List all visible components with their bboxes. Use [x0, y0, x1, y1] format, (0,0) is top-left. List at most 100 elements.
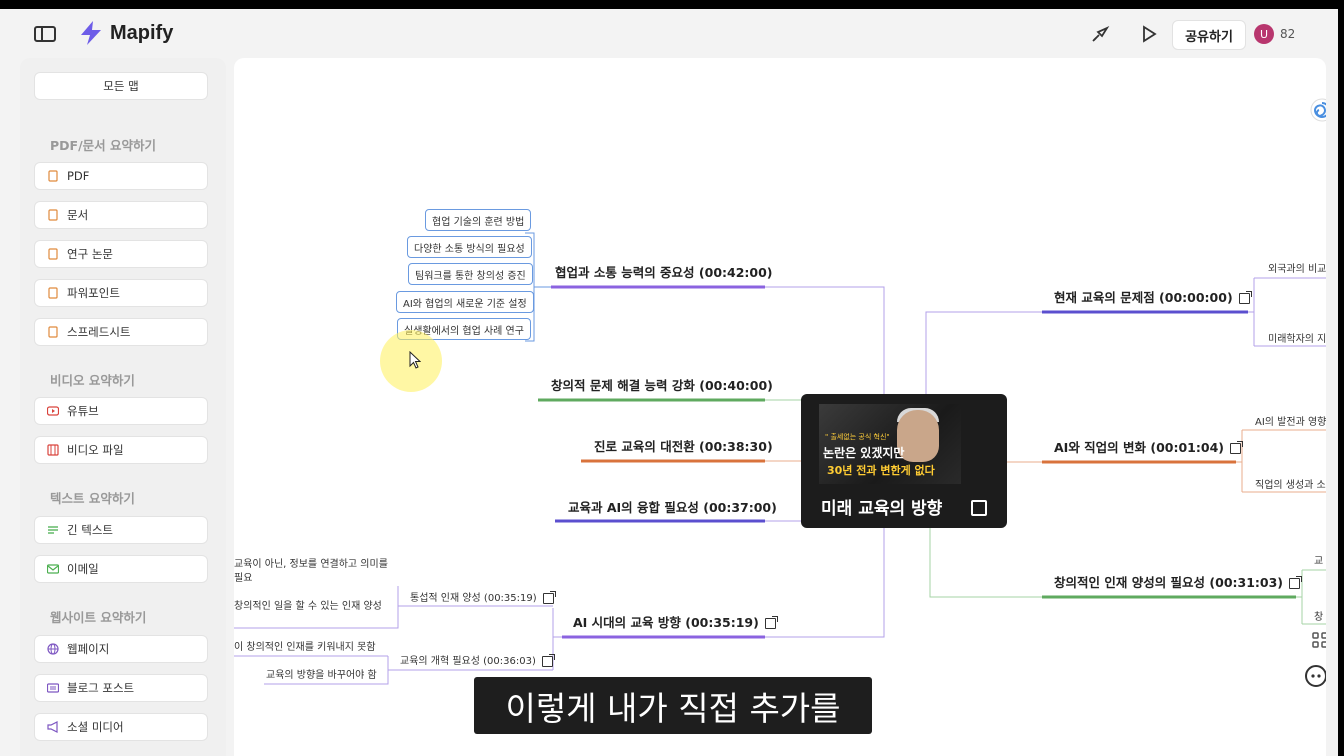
mindmap-canvas[interactable]: 협업 기술의 훈련 방법 다양한 소통 방식의 필요성 팀워크를 통한 창의성 …	[234, 58, 1326, 756]
child-node[interactable]: AI의 발전과 영향	[1255, 417, 1326, 428]
thumbnail-quote: " 출세없는 공식 혁신"	[825, 433, 890, 441]
branch-label: 창의적인 인재 양성의 필요성 (00:31:03)	[1054, 575, 1284, 590]
share-button[interactable]: 공유하기	[1172, 20, 1246, 50]
sidebar-item-blog-post[interactable]: 블로그 포스트	[34, 674, 208, 702]
file-icon	[47, 287, 59, 299]
child-node[interactable]: 창	[1314, 612, 1324, 623]
branch-node[interactable]: 창의적인 인재 양성의 필요성 (00:31:03)	[1054, 572, 1303, 591]
sidebar: 모든 맵 PDF/문서 요약하기 PDF 문서 연구 논문 파워포인트 스프레드…	[20, 58, 226, 756]
sidebar-item-social-media[interactable]: 소셜 미디어	[34, 713, 208, 741]
child-node[interactable]: 직업의 생성과 소	[1255, 480, 1326, 491]
sidebar-item-pdf[interactable]: PDF	[34, 162, 208, 190]
external-link-icon[interactable]	[1289, 576, 1303, 589]
sidebar-item-email[interactable]: 이메일	[34, 555, 208, 583]
detail-text: 교육이 아닌, 정보를 연결하고 의미를	[234, 559, 388, 570]
sidebar-toggle-icon[interactable]	[34, 26, 56, 42]
sidebar-item-label: 비디오 파일	[67, 443, 124, 457]
branch-node[interactable]: 진로 교육의 대전환 (00:38:30)	[594, 439, 773, 454]
connector	[929, 528, 1042, 598]
child-node[interactable]: 외국과의 비교	[1268, 264, 1326, 275]
external-link-icon[interactable]	[541, 653, 555, 667]
leaf-node[interactable]: AI와 협업의 새로운 기준 설정	[396, 291, 534, 313]
thumbnail-face	[897, 410, 939, 462]
branch-node[interactable]: 현재 교육의 문제점 (00:00:00)	[1054, 287, 1252, 306]
child-label: 통섭적 인재 양성 (00:35:19)	[410, 593, 537, 604]
child-node[interactable]: 교육의 개혁 필요성 (00:36:03)	[400, 652, 555, 667]
connector	[925, 311, 1042, 394]
branch-node[interactable]: 교육과 AI의 융합 필요성 (00:37:00)	[568, 500, 777, 515]
sidebar-item-label: 문서	[67, 208, 89, 222]
sidebar-item-video-file[interactable]: 비디오 파일	[34, 436, 208, 464]
thumbnail-caption-2: 30년 전과 변한게 없다	[827, 464, 935, 477]
chat-bot-icon[interactable]	[1304, 664, 1326, 688]
film-icon	[47, 444, 59, 456]
connector	[765, 528, 885, 638]
child-node[interactable]: 통섭적 인재 양성 (00:35:19)	[410, 589, 556, 604]
lightning-logo-icon	[81, 21, 101, 45]
right-letterbox	[1338, 0, 1344, 756]
child-label: 교육의 개혁 필요성 (00:36:03)	[400, 656, 536, 667]
leaf-node[interactable]: 실생활에서의 협업 사례 연구	[397, 318, 531, 340]
branch-node[interactable]: AI와 직업의 변화 (00:01:04)	[1054, 437, 1243, 456]
section-title-text: 텍스트 요약하기	[50, 491, 135, 506]
sidebar-item-label: 스프레드시트	[67, 325, 131, 339]
leaf-node[interactable]: 다양한 소통 방식의 필요성	[407, 236, 532, 258]
sidebar-item-label: 긴 텍스트	[67, 523, 113, 537]
sidebar-item-label: 소셜 미디어	[67, 720, 124, 734]
brush-icon[interactable]	[1090, 24, 1110, 44]
detail-text: 필요	[234, 573, 253, 584]
external-link-icon[interactable]	[1230, 441, 1243, 454]
central-node[interactable]: " 출세없는 공식 혁신" 논란은 있겠지만 30년 전과 변한게 없다 미래 …	[801, 394, 1007, 528]
sidebar-item-label: 이메일	[67, 562, 99, 576]
child-node[interactable]: 미래학자의 지	[1268, 334, 1326, 345]
app-logo[interactable]: Mapify	[78, 20, 173, 46]
youtube-icon	[46, 405, 60, 417]
file-icon	[47, 209, 59, 221]
megaphone-icon	[47, 721, 59, 733]
globe-icon	[47, 643, 59, 655]
file-icon	[47, 248, 59, 260]
grid-icon[interactable]	[1308, 628, 1326, 652]
external-link-icon[interactable]	[542, 590, 556, 604]
spiral-assistant-icon[interactable]	[1310, 98, 1326, 122]
external-link-icon[interactable]	[971, 500, 987, 516]
file-icon	[47, 326, 59, 338]
sidebar-item-label: 유튜브	[67, 404, 99, 418]
branch-node[interactable]: 창의적 문제 해결 능력 강화 (00:40:00)	[551, 378, 773, 393]
sidebar-item-long-text[interactable]: 긴 텍스트	[34, 516, 208, 544]
leaf-node[interactable]: 팀워크를 통한 창의성 증진	[408, 263, 533, 285]
branch-node[interactable]: 협업과 소통 능력의 중요성 (00:42:00)	[555, 265, 773, 280]
credit-count: 82	[1280, 27, 1296, 41]
sidebar-item-label: 블로그 포스트	[67, 681, 135, 695]
thumbnail-caption-1: 논란은 있겠지만	[823, 446, 905, 460]
sidebar-item-paper[interactable]: 연구 논문	[34, 240, 208, 268]
central-node-title: 미래 교육의 방향	[821, 499, 943, 519]
external-link-icon[interactable]	[764, 616, 778, 629]
all-maps-button[interactable]: 모든 맵	[34, 72, 208, 100]
avatar[interactable]: U	[1254, 24, 1274, 44]
branch-node[interactable]: AI 시대의 교육 방향 (00:35:19)	[573, 612, 778, 631]
child-node[interactable]: 교	[1314, 556, 1324, 567]
branch-label: AI 시대의 교육 방향 (00:35:19)	[573, 615, 759, 630]
branch-label: 현재 교육의 문제점 (00:00:00)	[1054, 290, 1233, 305]
leaf-node[interactable]: 협업 기술의 훈련 방법	[425, 209, 532, 231]
blog-icon	[46, 682, 60, 694]
video-thumbnail: " 출세없는 공식 혁신" 논란은 있겠지만 30년 전과 변한게 없다	[819, 404, 961, 484]
section-title-pdf: PDF/문서 요약하기	[50, 138, 156, 153]
detail-text: 창의적인 일을 할 수 있는 인재 양성	[234, 601, 382, 612]
play-icon[interactable]	[1139, 24, 1159, 44]
text-lines-icon	[47, 524, 59, 536]
mouse-cursor-icon	[409, 351, 421, 369]
sidebar-item-spreadsheet[interactable]: 스프레드시트	[34, 318, 208, 346]
top-header: Mapify 공유하기 U 82	[0, 9, 1338, 57]
sidebar-item-youtube[interactable]: 유튜브	[34, 397, 208, 425]
connector	[264, 656, 389, 685]
video-subtitle: 이렇게 내가 직접 추가를	[474, 677, 872, 734]
sidebar-item-label: 웹페이지	[67, 642, 110, 656]
sidebar-item-webpage[interactable]: 웹페이지	[34, 635, 208, 663]
sidebar-item-powerpoint[interactable]: 파워포인트	[34, 279, 208, 307]
sidebar-item-document[interactable]: 문서	[34, 201, 208, 229]
user-credits[interactable]: U 82	[1254, 20, 1295, 48]
external-link-icon[interactable]	[1238, 291, 1252, 304]
section-title-video: 비디오 요약하기	[50, 373, 135, 388]
